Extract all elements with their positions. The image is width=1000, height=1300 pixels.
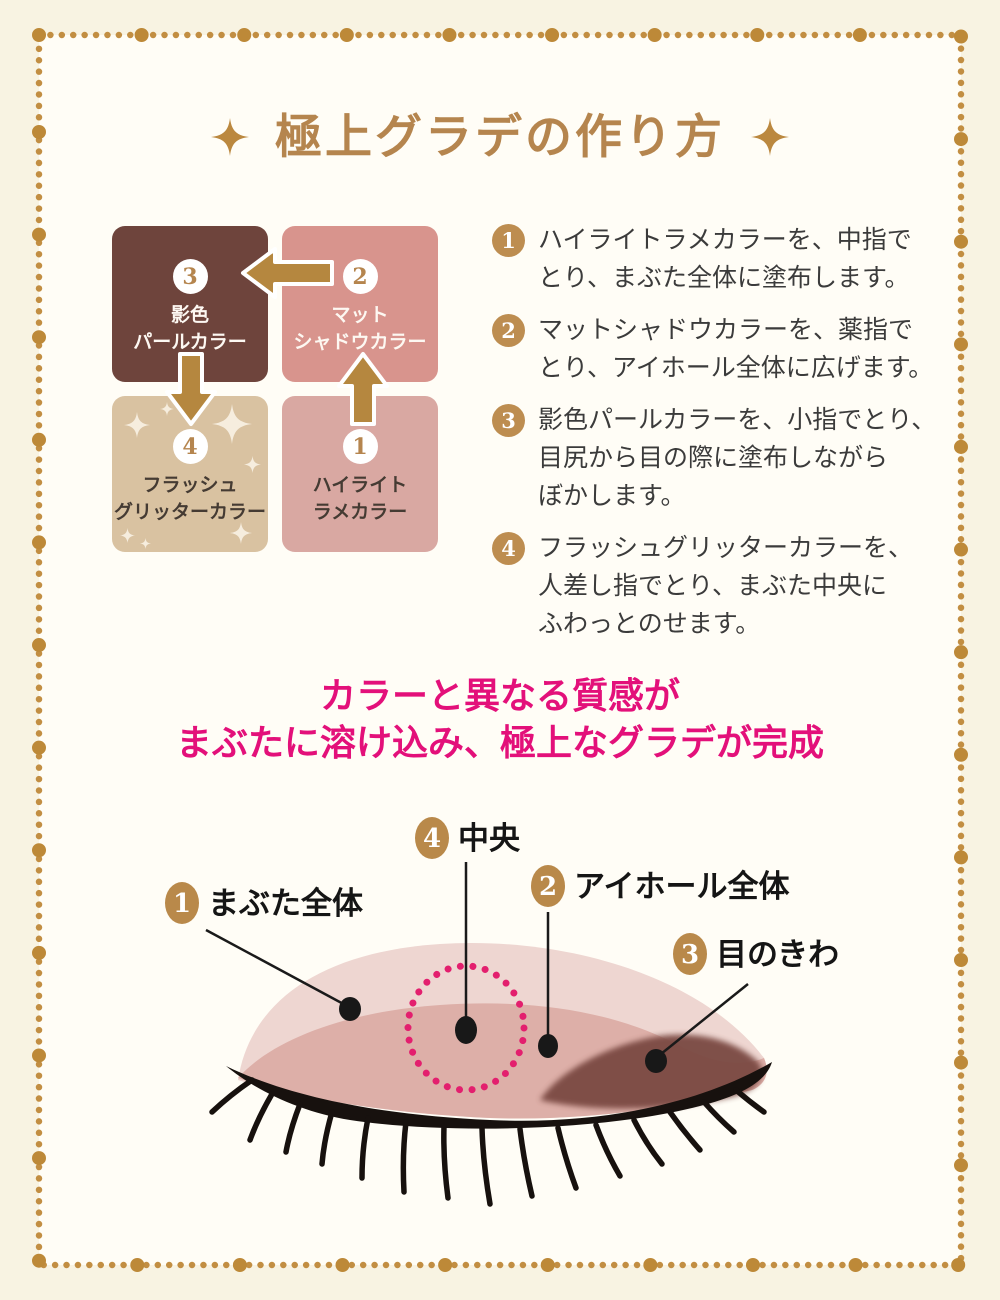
- swatch-matte-shadow-color: 2 マット シャドウカラー: [282, 226, 438, 382]
- step-text-line: ふわっとのせます。: [538, 610, 761, 638]
- label-number-badge: [165, 882, 199, 924]
- step-number-badge: 1: [492, 224, 525, 257]
- sparkle-icon: [212, 404, 252, 444]
- step-text-line: マットシャドウカラーを、薬指で: [538, 316, 914, 344]
- eyelashes: [209, 1077, 767, 1207]
- step-text: フラッシュグリッターカラーを、 人差し指でとり、まぶた中央に ふわっとのせます。: [538, 529, 913, 643]
- swatch-label: 影色 パールカラー: [133, 302, 246, 356]
- label-mabuta-zentai: 1 まぶた全体: [165, 882, 363, 924]
- sparkle-icon: [120, 528, 135, 543]
- step-number-badge: 3: [492, 404, 525, 437]
- label-text: まぶた全体: [208, 886, 363, 921]
- instruction-step-3: 3 影色パールカラーを、小指でとり、 目尻から目の際に塗布しながら ぼかします。: [492, 401, 942, 515]
- leader-dot-4: [455, 1016, 477, 1044]
- headline-line: まぶたに溶け込み、極上なグラデが完成: [175, 722, 824, 763]
- swatch-shadow-pearl-color: 3 影色 パールカラー: [112, 226, 268, 382]
- page-title: 極上グラデの作り方: [275, 110, 725, 163]
- label-text: アイホール全体: [574, 869, 789, 904]
- label-number-badge: [673, 933, 707, 975]
- swatch-label-line: シャドウカラー: [293, 332, 427, 353]
- result-headline: カラーと異なる質感が まぶたに溶け込み、極上なグラデが完成: [0, 672, 1000, 766]
- swatch-number-badge: 1: [342, 429, 378, 464]
- step-number-badge: 2: [492, 314, 525, 347]
- swatch-number-badge: 2: [342, 259, 378, 294]
- sparkle-icon: [244, 456, 261, 473]
- swatch-number-badge: 3: [172, 259, 208, 294]
- leader-dot-1: [339, 997, 361, 1021]
- step-text: 影色パールカラーを、小指でとり、 目尻から目の際に塗布しながら ぼかします。: [538, 401, 936, 515]
- instruction-step-1: 1 ハイライトラメカラーを、中指で とり、まぶた全体に塗布します。: [492, 221, 942, 297]
- lash-line: [226, 1062, 772, 1129]
- step-text-line: とり、まぶた全体に塗布します。: [538, 264, 910, 292]
- swatch-label-line: マット: [331, 305, 389, 326]
- step-text-line: フラッシュグリッターカラーを、: [538, 534, 914, 562]
- label-number: 1: [173, 889, 191, 919]
- leader-dot-2: [538, 1034, 558, 1058]
- label-text: 中央: [458, 821, 521, 856]
- swatch-label-line: 影色: [170, 305, 209, 326]
- label-eyehole-zentai: 2 アイホール全体: [531, 865, 789, 907]
- swatch-label: ハイライト ラメカラー: [313, 472, 408, 526]
- step-text-line: 影色パールカラーを、小指でとり、: [538, 406, 937, 434]
- sparkle-icon: [140, 538, 151, 549]
- page-header: 極上グラデの作り方: [0, 108, 1000, 166]
- sparkle-icon: [160, 402, 174, 416]
- step-text: マットシャドウカラーを、薬指で とり、アイホール全体に広げます。: [538, 311, 933, 387]
- label-me-no-kiwa: 3 目のきわ: [673, 933, 839, 975]
- label-number: 2: [539, 872, 557, 902]
- step-number: 3: [501, 408, 516, 433]
- swatch-label-line: グリッターカラー: [113, 502, 266, 523]
- label-text: 目のきわ: [716, 937, 839, 972]
- instruction-step-4: 4 フラッシュグリッターカラーを、 人差し指でとり、まぶた中央に ふわっとのせま…: [492, 529, 942, 643]
- swatch-label: マット シャドウカラー: [293, 302, 426, 356]
- swatch-number: 2: [352, 263, 368, 290]
- step-text-line: とり、アイホール全体に広げます。: [538, 354, 934, 382]
- leader-dot-3: [645, 1049, 667, 1073]
- sparkle-icon: [211, 118, 249, 156]
- step-number: 4: [501, 536, 516, 561]
- swatch-label-line: フラッシュ: [142, 475, 238, 496]
- label-number-badge: [531, 865, 565, 907]
- label-number: 4: [423, 824, 441, 854]
- swatch-number: 3: [182, 263, 198, 290]
- palette-grid: 3 影色 パールカラー 2 マット シャドウカラー: [112, 226, 438, 552]
- swatch-highlight-lame-color: 1 ハイライト ラメカラー: [282, 396, 438, 552]
- instruction-step-2: 2 マットシャドウカラーを、薬指で とり、アイホール全体に広げます。: [492, 311, 942, 387]
- label-chuo: 4 中央: [415, 817, 521, 859]
- swatch-flash-glitter-color: 4 フラッシュ グリッターカラー: [112, 396, 268, 552]
- step-text-line: 人差し指でとり、まぶた中央に: [538, 572, 888, 600]
- leader-line-3: [655, 983, 749, 1059]
- step-number: 2: [501, 318, 516, 343]
- sparkle-icon: [230, 522, 252, 544]
- instructions-list: 1 ハイライトラメカラーを、中指で とり、まぶた全体に塗布します。 2 マットシ…: [492, 221, 942, 657]
- leader-line-1: [205, 928, 350, 1009]
- swatch-label-line: パールカラー: [133, 332, 247, 353]
- swatch-number: 1: [352, 433, 368, 460]
- label-number: 3: [681, 940, 699, 970]
- step-text-line: ぼかします。: [538, 482, 686, 510]
- center-dotted-circle: [404, 962, 528, 1094]
- sparkle-icon: [124, 412, 150, 438]
- swatch-label: フラッシュ グリッターカラー: [114, 472, 266, 526]
- label-number-badge: [415, 817, 449, 859]
- step-number: 1: [501, 228, 516, 253]
- headline-line: カラーと異なる質感が: [319, 675, 680, 716]
- swatch-label-line: ラメカラー: [312, 502, 408, 523]
- eye-diagram: 1 まぶた全体 2 アイホール全体 3 目のきわ 4 中央: [165, 817, 839, 1207]
- sparkle-icon: [751, 118, 789, 156]
- step-text: ハイライトラメカラーを、中指で とり、まぶた全体に塗布します。: [538, 221, 912, 297]
- swatch-number-badge: 4: [172, 429, 208, 464]
- step-text-line: ハイライトラメカラーを、中指で: [538, 226, 912, 254]
- swatch-label-line: ハイライト: [312, 475, 408, 496]
- step-number-badge: 4: [492, 532, 525, 565]
- swatch-number: 4: [182, 433, 198, 460]
- step-text-line: 目尻から目の際に塗布しながら: [538, 444, 889, 472]
